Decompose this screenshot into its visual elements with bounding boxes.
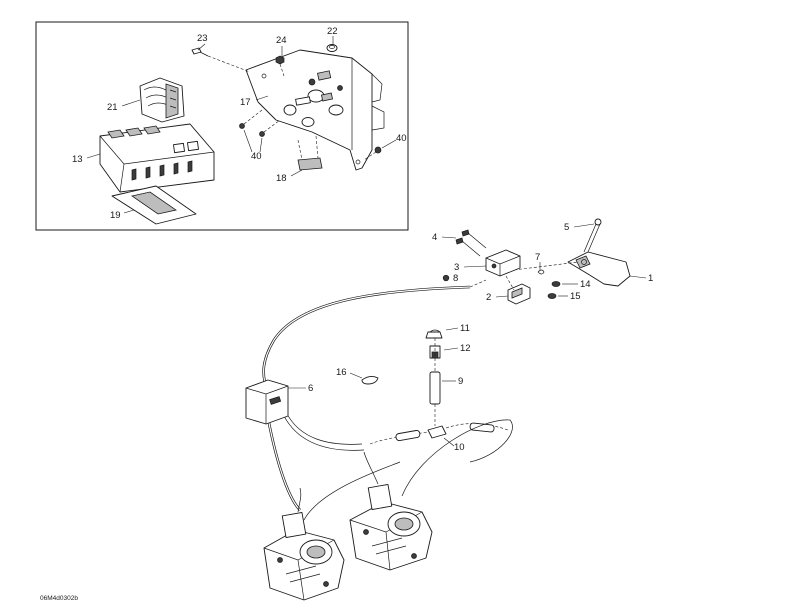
part-6-junction <box>245 379 306 425</box>
part-5-pin <box>573 218 602 253</box>
part-13-box <box>99 123 215 193</box>
part-15-washer <box>547 293 568 299</box>
callout-5: 5 <box>564 222 569 233</box>
callout-7: 7 <box>535 252 540 263</box>
part-7-clip <box>537 262 545 275</box>
part-3-housing <box>463 249 521 277</box>
callout-3: 3 <box>454 262 459 273</box>
part-23-screw <box>191 47 251 73</box>
drawing-code: 06M4d0302b <box>40 595 78 602</box>
carburetor-right <box>349 451 433 571</box>
part-10-tee-fitting <box>427 425 455 447</box>
part-24-nut <box>275 55 285 77</box>
callout-19: 19 <box>110 210 121 221</box>
callout-4: 4 <box>432 232 437 243</box>
callout-16: 16 <box>336 367 347 378</box>
callout-15: 15 <box>570 291 581 302</box>
callout-12: 12 <box>460 343 471 354</box>
callout-24: 24 <box>276 35 287 46</box>
throttle-cable <box>262 279 487 511</box>
part-9-tube <box>429 338 456 426</box>
axis-line-lever <box>513 261 579 271</box>
inset-frame <box>35 21 409 231</box>
callout-11: 11 <box>460 323 470 334</box>
callout-labels: 23 24 22 17 21 13 40 40 18 19 5 4 7 3 1 … <box>40 26 653 602</box>
callout-6: 6 <box>308 383 313 394</box>
callout-40a: 40 <box>251 151 262 162</box>
part-1-lever <box>567 251 647 287</box>
part-22-grommet <box>326 44 338 52</box>
callout-23: 23 <box>197 33 208 44</box>
inset-leaders <box>86 36 397 214</box>
callout-14: 14 <box>580 279 591 290</box>
callout-8: 8 <box>453 273 458 284</box>
callout-18: 18 <box>276 173 287 184</box>
callout-1: 1 <box>648 273 653 284</box>
part-2-block <box>495 283 531 305</box>
part-12-adjuster <box>429 345 459 359</box>
callout-9: 9 <box>458 376 463 387</box>
fuel-lines <box>303 419 513 521</box>
callout-40b: 40 <box>396 133 407 144</box>
part-16-clamp <box>349 372 379 385</box>
callout-10: 10 <box>454 442 465 453</box>
part-11-cap <box>425 327 459 339</box>
part-4-screws <box>441 229 487 257</box>
part-17-bracket <box>245 49 385 171</box>
callout-13: 13 <box>72 154 83 165</box>
part-40-screws <box>239 109 382 161</box>
part-21-connector <box>139 77 185 123</box>
callout-17: 17 <box>240 97 251 108</box>
axis-line-block <box>505 275 515 291</box>
part-18-block <box>297 135 323 171</box>
callout-21: 21 <box>107 102 118 113</box>
callout-2: 2 <box>486 292 491 303</box>
callout-22: 22 <box>327 26 338 37</box>
part-19-plate <box>111 185 197 225</box>
part-8-nut <box>442 274 450 282</box>
carburetor-left <box>263 487 345 601</box>
part-14-nut <box>551 281 578 287</box>
